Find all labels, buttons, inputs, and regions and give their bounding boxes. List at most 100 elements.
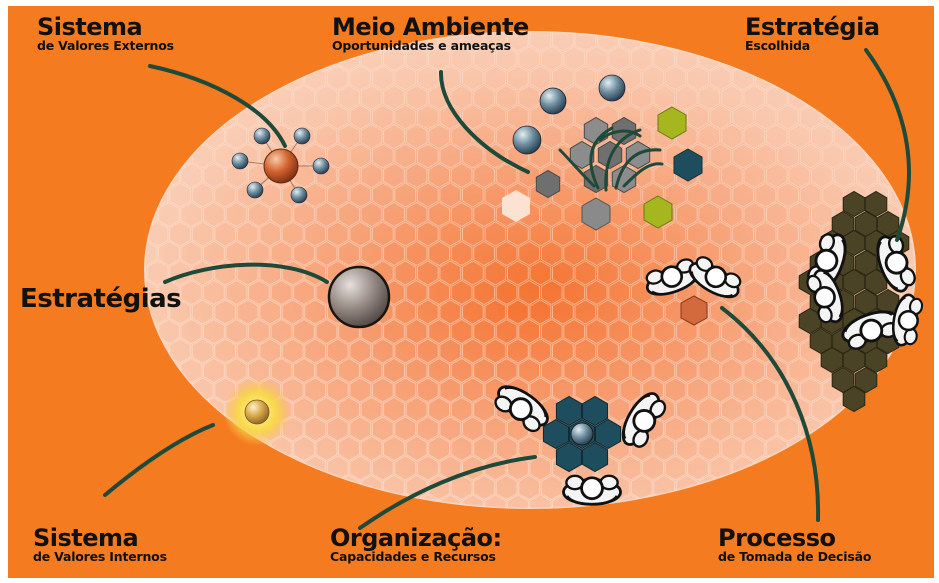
grid-hex <box>709 299 732 325</box>
connector-strategies <box>163 262 329 284</box>
grid-hex <box>360 435 383 462</box>
grid-hex <box>664 182 687 208</box>
grid-hex <box>473 45 495 72</box>
grid-hex <box>777 338 799 364</box>
grid-hex <box>281 104 304 130</box>
grid-hex <box>484 416 507 442</box>
connector-lines <box>103 48 911 530</box>
grid-hex <box>203 357 225 384</box>
person-figure <box>494 385 549 433</box>
grid-hex <box>664 377 687 403</box>
grid-hex <box>360 201 383 228</box>
grid-hex <box>428 318 450 345</box>
grid-hex <box>236 221 259 247</box>
grid-hex <box>732 377 754 403</box>
grid-hex <box>777 416 799 442</box>
grid-hex <box>428 279 450 306</box>
grid-hex <box>507 299 529 325</box>
grid-hex <box>371 416 394 442</box>
grid-hex <box>754 221 777 247</box>
grid-hex <box>349 455 372 481</box>
person-figure <box>562 474 622 506</box>
grid-hex <box>765 123 788 150</box>
grid-hex <box>675 357 698 384</box>
grid-hex <box>664 221 687 247</box>
grid-hex <box>428 357 450 384</box>
grid-hex <box>754 416 777 442</box>
environment-title: Meio Ambiente <box>332 13 529 41</box>
grid-hex <box>484 182 507 208</box>
organization-subtitle: Capacidades e Recursos <box>330 549 496 564</box>
grid-hex <box>315 357 338 384</box>
grid-hex <box>304 299 327 325</box>
grid-hex <box>743 279 766 306</box>
grid-hex <box>180 357 203 384</box>
grid-hex <box>619 65 642 91</box>
grid-hex <box>225 162 248 189</box>
grid-hex <box>225 123 248 150</box>
grid-hex <box>608 279 631 306</box>
grid-hex <box>484 299 507 325</box>
grid-hex <box>754 377 777 403</box>
grid-hex <box>349 338 372 364</box>
grid-hex <box>383 162 405 189</box>
grid-hex <box>698 201 721 228</box>
grid-hex <box>720 84 743 111</box>
grid-hex <box>462 416 484 442</box>
grid-hex <box>450 435 473 462</box>
grid-hex <box>777 182 799 208</box>
grid-hex <box>856 162 878 189</box>
grid-hex <box>687 104 709 130</box>
grid-hex <box>405 279 428 306</box>
grid-hex <box>394 182 417 208</box>
grid-hex <box>146 260 169 286</box>
grid-hex <box>270 279 293 306</box>
grid-hex <box>473 162 495 189</box>
grid-hex <box>788 240 811 267</box>
grid-hex <box>484 494 507 508</box>
grid-hex <box>687 221 709 247</box>
grid-hex <box>765 396 788 423</box>
grid-hex <box>394 260 417 286</box>
grid-hex <box>653 435 676 462</box>
grid-hex <box>765 240 788 267</box>
grid-hex <box>473 474 495 501</box>
grid-hex <box>585 357 608 384</box>
environment-ball <box>512 125 542 155</box>
grid-hex <box>518 240 540 267</box>
olive-hex <box>864 190 888 218</box>
grid-hex <box>698 84 721 111</box>
person-figure <box>841 310 899 350</box>
grid-hex <box>473 240 495 267</box>
grid-hex <box>529 299 552 325</box>
grid-hex <box>653 357 676 384</box>
grid-hex <box>293 396 315 423</box>
grid-hex <box>236 338 259 364</box>
grid-hex <box>281 299 304 325</box>
grid-hex <box>450 162 473 189</box>
grid-hex <box>484 338 507 364</box>
organization-ball <box>570 422 594 446</box>
grid-hex <box>270 357 293 384</box>
grid-hex <box>326 104 349 130</box>
grid-hex <box>608 45 631 72</box>
olive-hex <box>842 385 866 413</box>
grid-hex <box>293 435 315 462</box>
grid-hex <box>349 221 372 247</box>
grid-hex <box>462 221 484 247</box>
grid-hex <box>552 65 574 91</box>
grid-hex <box>293 84 315 111</box>
grid-hex <box>214 338 237 364</box>
grid-hex <box>145 240 158 267</box>
grid-hex <box>169 182 191 208</box>
grid-hex <box>799 221 822 247</box>
chosen-strategy-subtitle: Escolhida <box>745 38 811 53</box>
person-figure <box>891 293 924 347</box>
grid-hex <box>473 201 495 228</box>
grid-hex <box>462 65 484 91</box>
grid-hex <box>450 357 473 384</box>
grid-hex <box>811 396 833 423</box>
grid-hex <box>529 338 552 364</box>
grid-hex <box>529 65 552 91</box>
grid-hex <box>462 143 484 169</box>
